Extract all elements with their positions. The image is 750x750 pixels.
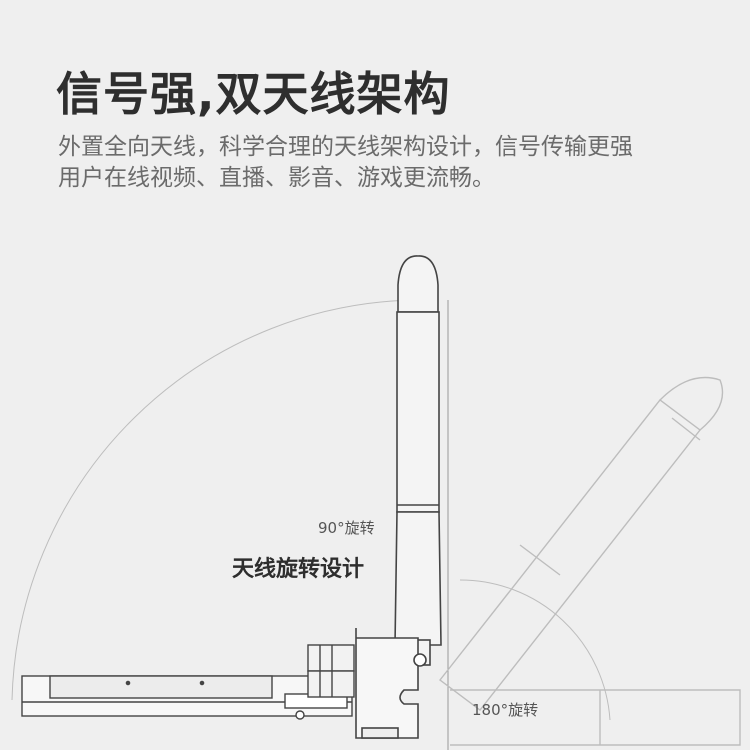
description: 外置全向天线，科学合理的天线架构设计，信号传输更强 用户在线视频、直播、影音、游… — [58, 132, 728, 194]
rotation-design-label: 天线旋转设计 — [232, 557, 365, 582]
rotate-90-label: 90°旋转 — [318, 519, 375, 537]
sma-connectors — [307, 644, 355, 698]
description-line-2: 用户在线视频、直播、影音、游戏更流畅。 — [58, 165, 495, 191]
rotation-arc-90 — [11, 299, 421, 701]
antenna-rotated-horizontal — [450, 689, 741, 746]
rotate-180-label: 180°旋转 — [472, 701, 539, 719]
antenna-upright — [394, 255, 442, 666]
antenna-rotated-diagonal — [439, 376, 724, 711]
description-line-1: 外置全向天线，科学合理的天线架构设计，信号传输更强 — [58, 134, 633, 160]
pcie-card — [21, 675, 353, 720]
headline: 信号强,双天线架构 — [56, 67, 451, 121]
mounting-bracket — [355, 628, 427, 739]
